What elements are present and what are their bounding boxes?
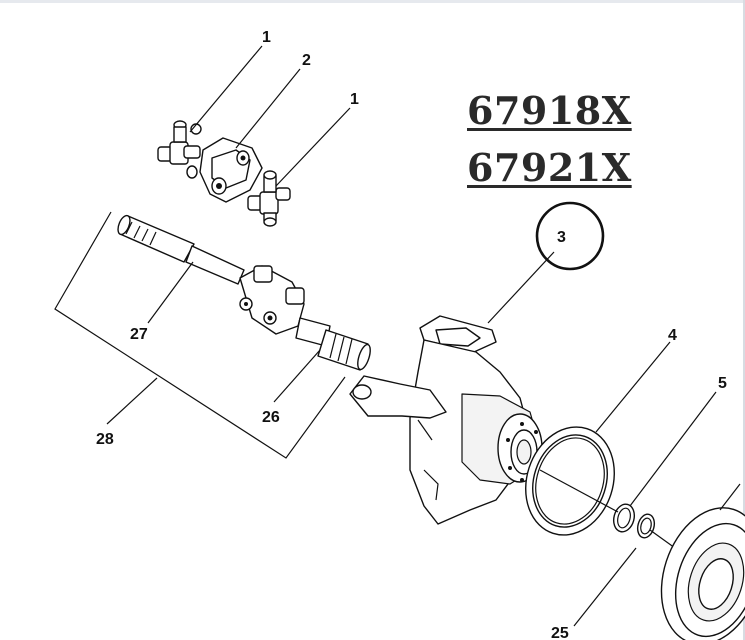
leader-4 — [595, 341, 671, 433]
part-number-2: 67921X — [467, 145, 632, 190]
wheel-hub — [660, 483, 745, 640]
callout-1b: 1 — [350, 91, 359, 108]
leader-2 — [235, 68, 301, 149]
callout-2: 2 — [302, 52, 311, 69]
callout-26: 26 — [262, 409, 280, 426]
leader-27 — [147, 261, 194, 324]
callout-27: 27 — [130, 326, 148, 343]
leader-1b — [275, 107, 351, 187]
leader-25 — [573, 547, 637, 627]
callout-28: 28 — [96, 431, 114, 448]
part-number-1: 67918X — [467, 88, 632, 133]
callout-5: 5 — [718, 375, 727, 392]
splined-shaft — [117, 214, 245, 285]
leader-26 — [273, 349, 321, 403]
leader-1a — [189, 45, 263, 133]
steering-knuckle — [349, 315, 543, 525]
right-border — [743, 0, 745, 640]
callout-25: 25 — [551, 625, 569, 640]
leader-28 — [106, 377, 158, 425]
cross-spider-upper — [157, 120, 202, 179]
highlight-circle — [535, 201, 605, 271]
shaft-universal-joint — [239, 265, 305, 335]
leader-3 — [487, 251, 555, 324]
seal-ring — [525, 426, 615, 536]
yoke-coupling — [199, 137, 263, 203]
cross-spider-lower — [247, 170, 291, 227]
top-border — [0, 0, 745, 3]
callout-1a: 1 — [262, 29, 271, 46]
callout-4: 4 — [668, 327, 677, 344]
stub-shaft — [295, 317, 371, 371]
callout-3: 3 — [557, 229, 566, 246]
bracket-28 — [54, 211, 346, 459]
leader-5 — [629, 391, 717, 507]
